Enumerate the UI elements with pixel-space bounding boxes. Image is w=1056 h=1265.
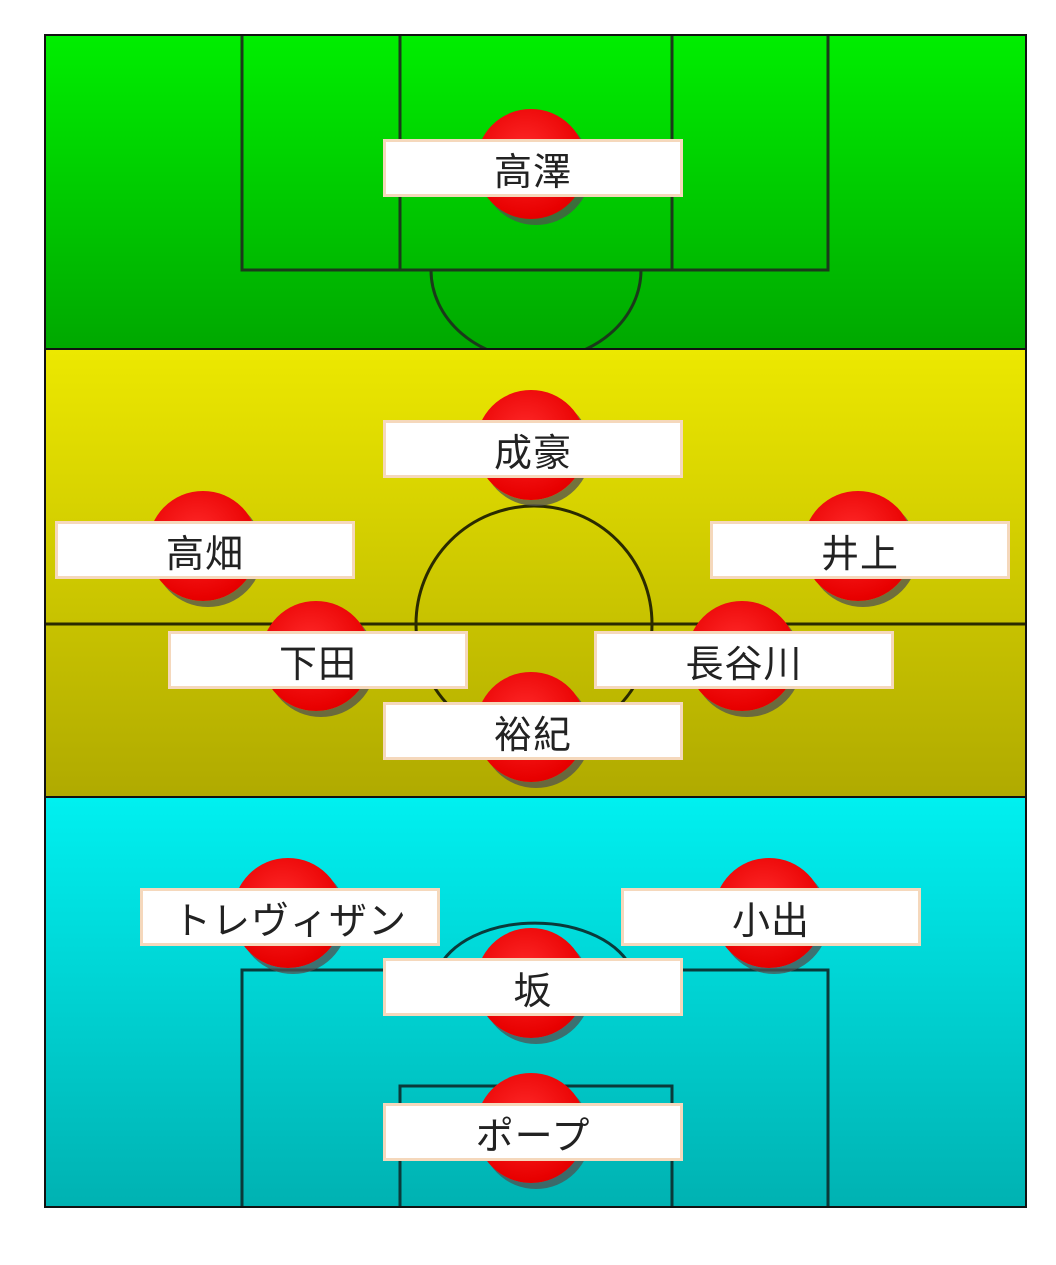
player-name-label: トレヴィザン	[140, 888, 440, 946]
player-name-label: 長谷川	[594, 631, 894, 689]
player-name-label: 井上	[710, 521, 1010, 579]
player-name-label: 高澤	[383, 139, 683, 197]
player-name-label: 高畑	[55, 521, 355, 579]
player-name-label: 小出	[621, 888, 921, 946]
player-name-label: ポープ	[383, 1103, 683, 1161]
player-name-label: 成豪	[383, 420, 683, 478]
player-name-label: 坂	[383, 958, 683, 1016]
player-name-label: 下田	[168, 631, 468, 689]
player-name-label: 裕紀	[383, 702, 683, 760]
section-goalkeeper	[46, 36, 1025, 348]
